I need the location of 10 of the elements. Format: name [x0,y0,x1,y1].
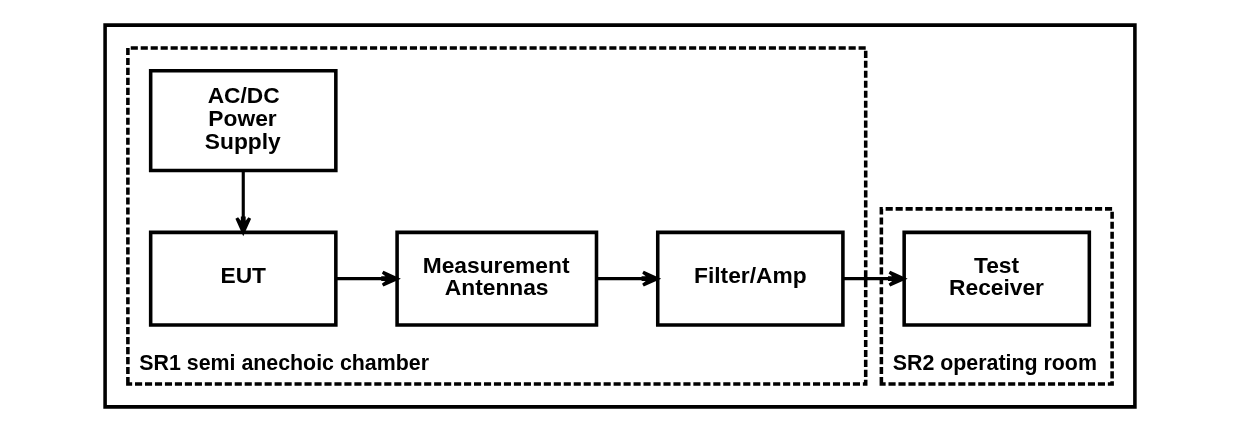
arrow [235,170,252,234]
node-box: EUT [148,230,338,327]
node-box: Test Receiver [902,230,1092,327]
node-box: AC/DC Power Supply [148,68,338,173]
arrow [843,270,906,287]
arrow [335,270,399,287]
node-box: Measurement Antennas [395,230,599,327]
node-box: Filter/Amp [655,230,845,327]
cluster [103,23,1137,409]
arrow [596,270,659,287]
